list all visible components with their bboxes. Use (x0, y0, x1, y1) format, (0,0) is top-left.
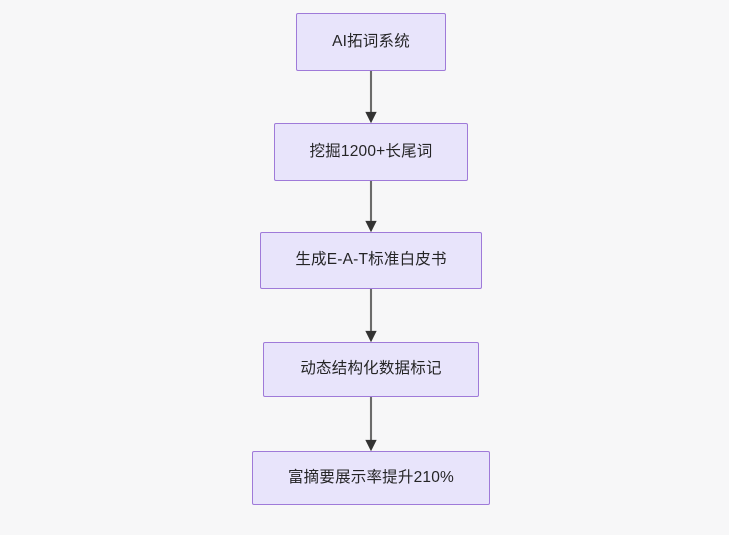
node-label: 富摘要展示率提升210% (287, 468, 455, 486)
flowchart-node-generate-eat-whitepaper[interactable]: 生成E-A-T标准白皮书 (260, 232, 482, 289)
node-label: 挖掘1200+长尾词 (309, 142, 433, 160)
node-label: AI拓词系统 (332, 32, 410, 50)
node-label: 动态结构化数据标记 (300, 360, 442, 378)
node-label: 生成E-A-T标准白皮书 (295, 251, 447, 269)
flowchart-node-mine-longtail-keywords[interactable]: 挖掘1200+长尾词 (274, 123, 468, 181)
flowchart-node-dynamic-structured-data-markup[interactable]: 动态结构化数据标记 (263, 342, 479, 397)
flowchart-node-rich-snippet-rate-increase[interactable]: 富摘要展示率提升210% (252, 451, 490, 505)
flowchart-node-ai-keyword-system[interactable]: AI拓词系统 (296, 13, 446, 71)
